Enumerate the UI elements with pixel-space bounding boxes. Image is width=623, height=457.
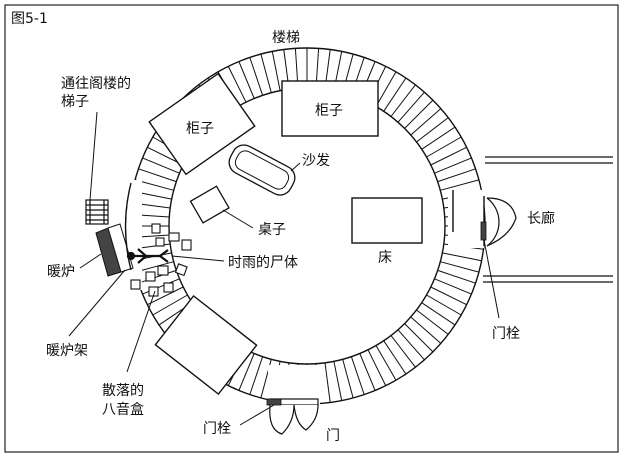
- body-figure-icon: [126, 248, 169, 264]
- stair-step: [227, 66, 247, 103]
- cabinet-top-left: [148, 72, 256, 176]
- stair-step: [440, 261, 480, 273]
- stair-step: [383, 77, 407, 112]
- ladder-leader-line: [89, 111, 98, 201]
- stair-step: [426, 294, 462, 316]
- bottom-latch-leader-line: [239, 404, 275, 426]
- stair-step: [152, 294, 188, 316]
- stairs-label: 楼梯: [272, 30, 300, 46]
- sofa-icon: [228, 144, 296, 196]
- fireplace-leader-line: [79, 253, 102, 269]
- stair-step: [238, 61, 255, 99]
- corridor-label: 长廊: [527, 210, 555, 227]
- stair-step: [342, 359, 354, 399]
- stair-step: [383, 340, 407, 375]
- stair-step: [375, 71, 397, 107]
- sofa-label: 沙发: [302, 153, 330, 169]
- ring-gap-left: [120, 180, 142, 290]
- stair-step: [442, 252, 482, 262]
- cabinet-top-left-label: 柜子: [186, 121, 214, 137]
- stair-step: [260, 53, 272, 93]
- stair-step: [390, 84, 416, 117]
- stair-step: [416, 117, 449, 143]
- stair-step: [238, 353, 255, 391]
- stair-step: [404, 323, 434, 353]
- stair-step: [404, 99, 434, 129]
- table-leader-line: [222, 209, 254, 229]
- sofa-leader-line: [290, 162, 301, 172]
- stair-step: [430, 146, 467, 166]
- stair-step: [416, 309, 449, 335]
- bottom-latch-label: 门栓: [203, 421, 231, 437]
- corridor: [483, 156, 613, 283]
- cabinet-bottom: [154, 294, 258, 396]
- music-box-leader-line: [126, 290, 156, 373]
- right-latch-leader-line: [483, 239, 500, 319]
- stair-step: [430, 286, 467, 306]
- stair-step: [324, 362, 331, 403]
- diagram-frame: [4, 4, 619, 453]
- stair-step: [440, 179, 480, 191]
- stair-step: [271, 51, 281, 91]
- ladder-label-line1: 通往阁楼的: [61, 76, 131, 92]
- fireplace-icon: [95, 223, 134, 277]
- body-leader-line: [171, 255, 225, 262]
- fireplace-label: 暖炉: [47, 264, 75, 280]
- stair-step: [390, 335, 416, 368]
- stair-step: [437, 269, 476, 284]
- table-label: 桌子: [258, 222, 286, 238]
- stair-step: [359, 353, 376, 391]
- stair-step: [367, 349, 387, 386]
- stair-step: [397, 91, 425, 123]
- stair-step: [350, 356, 365, 395]
- bottom-latch-icon: [266, 398, 282, 406]
- right-latch-icon: [480, 221, 487, 241]
- cabinet-top-right-label: 柜子: [315, 103, 343, 119]
- fireplace-rack-leader-line: [68, 269, 126, 337]
- stair-step: [421, 302, 456, 326]
- music-box-label-line1: 散落的: [102, 383, 144, 399]
- music-box-label-line2: 八音盒: [102, 401, 144, 418]
- stair-step: [333, 361, 343, 401]
- bed-label: 床: [378, 250, 392, 266]
- bottom-door-icon[interactable]: [269, 398, 319, 435]
- stair-step: [147, 286, 184, 306]
- stair-step: [249, 57, 264, 96]
- right-door-icon[interactable]: [486, 197, 517, 247]
- ladder-label-line2: 梯子: [61, 94, 89, 110]
- ring-gap-right: [448, 190, 484, 248]
- door-label: 门: [326, 428, 340, 444]
- stair-step: [142, 157, 180, 174]
- stair-step: [375, 345, 397, 381]
- body-label: 时雨的尸体: [228, 255, 298, 271]
- table-icon: [189, 185, 230, 224]
- figure-label: 图5-1: [11, 11, 48, 27]
- stair-step: [410, 108, 442, 136]
- stair-step: [437, 168, 476, 183]
- cabinet-top-right: [281, 80, 379, 137]
- stair-step: [434, 157, 472, 174]
- stair-step: [434, 278, 472, 295]
- fireplace-rack-label: 暖炉架: [46, 343, 88, 359]
- stair-step: [138, 168, 177, 183]
- stair-step: [410, 316, 442, 344]
- stair-step: [397, 329, 425, 361]
- attic-ladder-icon[interactable]: [85, 199, 109, 225]
- stair-step: [249, 356, 264, 395]
- stair-step: [426, 136, 462, 158]
- stair-step: [421, 126, 456, 150]
- right-latch-label: 门栓: [492, 326, 520, 342]
- music-boxes: [130, 223, 192, 297]
- stair-step: [138, 269, 177, 284]
- bed-icon: [351, 197, 423, 244]
